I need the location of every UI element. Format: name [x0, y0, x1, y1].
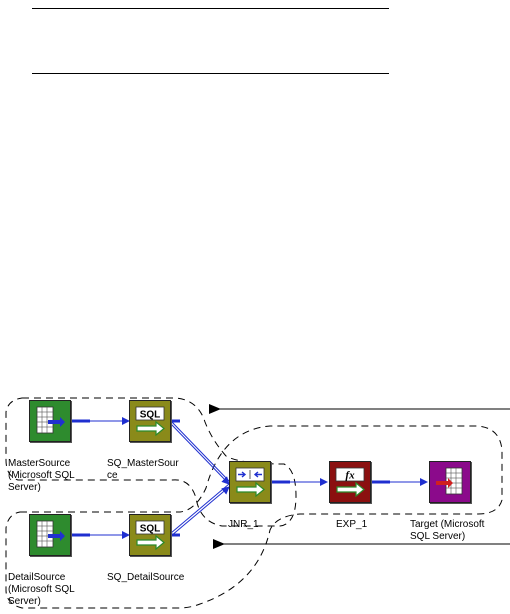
- master-source-node[interactable]: [29, 400, 71, 442]
- source-table-icon: [36, 520, 65, 548]
- top-rule-2: [32, 73, 389, 74]
- detail-source-label: DetailSource (Microsoft SQL Server): [8, 572, 75, 607]
- target-table-icon: [436, 467, 463, 495]
- expression-icon: fx: [335, 467, 365, 498]
- master-source-label: MasterSource (Microsoft SQL Server): [8, 458, 75, 493]
- master-pipeline-boundary: [5, 397, 297, 527]
- sq-master-node[interactable]: SQL: [129, 400, 171, 442]
- source-qualifier-icon: SQL: [135, 520, 165, 551]
- exp-icon-text: fx: [345, 470, 355, 482]
- link-sqdetail-to-jnr-1: [170, 483, 230, 534]
- source-table-icon: [36, 406, 65, 434]
- joiner-label: JNR_1: [228, 519, 259, 530]
- sq-detail-label: SQ_DetailSource: [107, 572, 185, 583]
- sq-master-label: SQ_MasterSour ce: [107, 458, 179, 481]
- top-rule-1: [32, 8, 389, 9]
- joiner-node[interactable]: [229, 461, 271, 503]
- sq-detail-node[interactable]: SQL: [129, 514, 171, 556]
- detail-pipeline-boundary: [5, 425, 503, 609]
- link-sqmaster-to-jnr-2: [170, 423, 230, 485]
- sq-detail-icon-text: SQL: [140, 524, 161, 535]
- link-sqmaster-to-jnr-1: [170, 420, 230, 482]
- detail-source-node[interactable]: [29, 514, 71, 556]
- expression-label: EXP_1: [336, 519, 368, 530]
- sq-master-icon-text: SQL: [140, 410, 161, 421]
- target-label: Target (Microsoft SQL Server): [410, 519, 485, 542]
- target-node[interactable]: [429, 461, 471, 503]
- expression-node[interactable]: fx: [329, 461, 371, 503]
- joiner-icon: [235, 467, 265, 498]
- source-qualifier-icon: SQL: [135, 406, 165, 437]
- link-sqdetail-to-jnr-2: [170, 486, 230, 537]
